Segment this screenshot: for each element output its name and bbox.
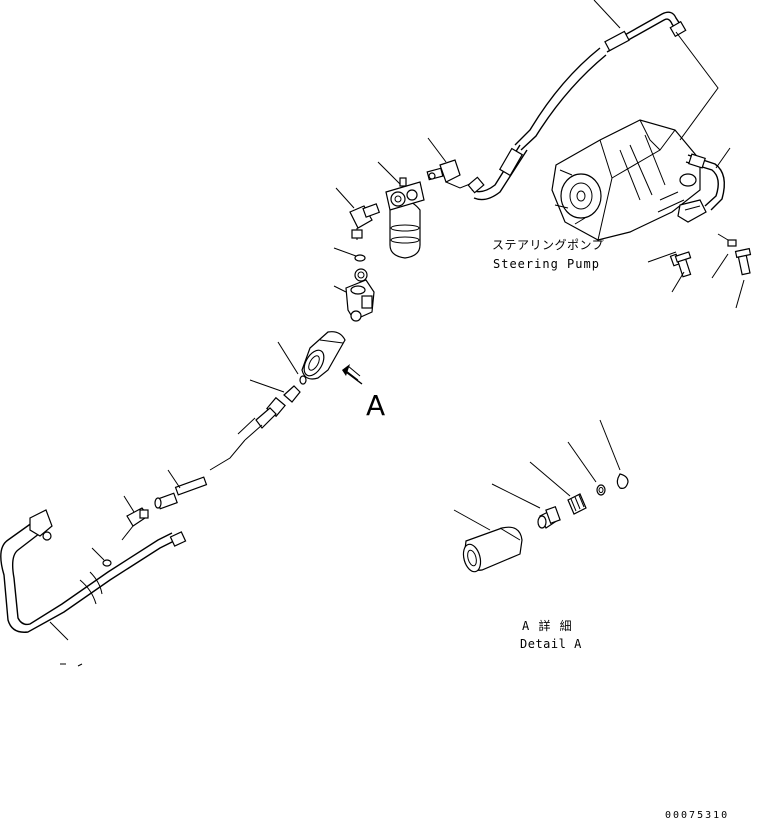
middle-hose-leaders <box>249 341 299 393</box>
view-arrow-a <box>342 364 363 385</box>
pump-leader-lines <box>593 0 745 309</box>
steering-pump <box>551 119 701 241</box>
filter-outlet-elbow <box>426 159 471 189</box>
pump-delivery-tube <box>514 11 687 151</box>
detail-a-exploded-view <box>462 473 629 573</box>
pump-mounting-bolts <box>674 247 752 278</box>
pump-suction-tube <box>669 153 737 267</box>
drawing-number: 00075310 <box>665 810 729 821</box>
line-filter <box>385 177 425 259</box>
check-valve-assembly <box>345 254 375 322</box>
view-letter: A <box>366 389 385 422</box>
pump-label-ja: ステアリングポンプ <box>492 238 604 252</box>
filter-inlet-elbow <box>349 203 381 240</box>
bottom-left-leaders <box>49 621 83 667</box>
pump-delivery-hose <box>467 144 528 201</box>
lower-hose-fittings <box>91 469 208 567</box>
detail-label-en: Detail A <box>520 637 582 651</box>
middle-hose-fittings <box>209 375 307 471</box>
bottom-left-pipe <box>0 509 187 633</box>
relief-valve-body <box>301 331 346 380</box>
pump-label-en: Steering Pump <box>493 257 600 271</box>
detail-a-leaders <box>453 419 621 531</box>
filter-leader-lines <box>333 137 447 293</box>
detail-label-ja: A 詳 細 <box>522 618 573 633</box>
